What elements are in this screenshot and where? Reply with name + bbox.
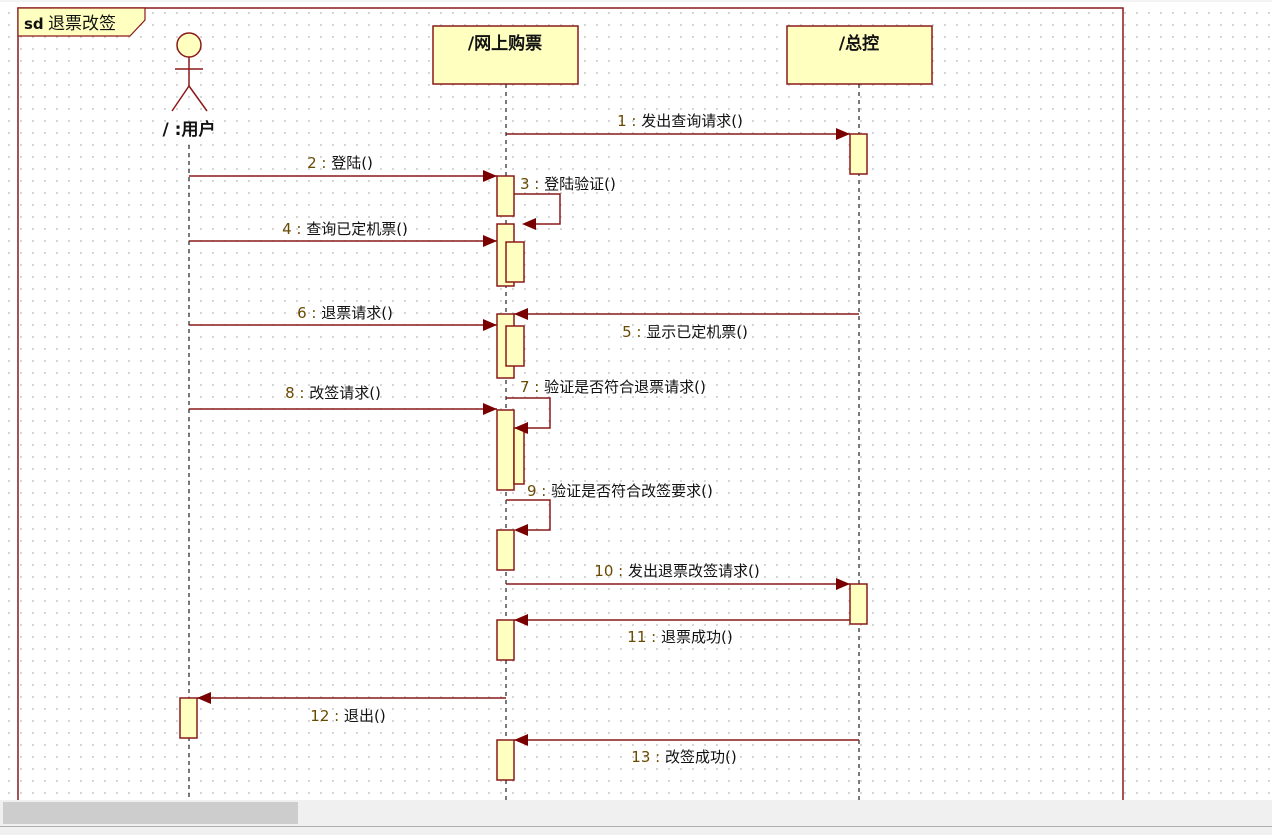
- message-text: 验证是否符合改签要求(): [551, 482, 713, 500]
- message-label: 13 : 改签成功(): [631, 748, 736, 766]
- message-text: 发出查询请求(): [641, 112, 743, 130]
- activation-bar: [496, 739, 515, 781]
- message-10[interactable]: 10 : 发出退票改签请求(): [506, 562, 850, 590]
- message-seq: 11 :: [627, 628, 661, 646]
- activation-bar: [849, 133, 868, 175]
- message-13[interactable]: 13 : 改签成功(): [514, 734, 859, 766]
- message-label: 11 : 退票成功(): [627, 628, 732, 646]
- message-label: 4 : 查询已定机票(): [282, 220, 408, 238]
- message-seq: 2 :: [307, 154, 331, 172]
- actor-label: / :用户: [163, 119, 216, 140]
- message-label: 3 : 登陆验证(): [520, 175, 616, 193]
- activation-bar: [849, 583, 868, 625]
- message-5[interactable]: 5 : 显示已定机票(): [514, 308, 859, 341]
- arrow-head-icon: [514, 734, 528, 746]
- scrollbar-thumb[interactable]: [3, 802, 298, 824]
- message-text: 退票请求(): [321, 304, 393, 322]
- frame-keyword: sd: [24, 15, 44, 33]
- frame-tab: [17, 7, 146, 37]
- top-border: [0, 0, 1272, 2]
- message-label: 6 : 退票请求(): [297, 304, 393, 322]
- activation-bar: [496, 529, 515, 571]
- message-seq: 4 :: [282, 220, 306, 238]
- message-label: 9 : 验证是否符合改签要求(): [527, 482, 713, 500]
- message-seq: 12 :: [310, 707, 344, 725]
- message-label: 12 : 退出(): [310, 707, 385, 725]
- message-text: 发出退票改签请求(): [628, 562, 760, 580]
- frame-border: [17, 7, 1124, 800]
- message-label: 10 : 发出退票改签请求(): [594, 562, 759, 580]
- activation-bar: [179, 697, 198, 739]
- message-2[interactable]: 2 : 登陆(): [189, 154, 497, 182]
- message-label: 8 : 改签请求(): [285, 384, 381, 402]
- message-9[interactable]: 9 : 验证是否符合改签要求(): [506, 482, 713, 536]
- activation-bar: [505, 325, 525, 367]
- message-seq: 8 :: [285, 384, 309, 402]
- arrow-head-icon: [483, 403, 497, 415]
- arrow-head-icon: [483, 235, 497, 247]
- self-message-line: [514, 193, 561, 225]
- arrow-head-icon: [514, 614, 528, 626]
- self-message-line: [506, 499, 551, 531]
- lifeline-label-ctrl: /总控: [839, 33, 879, 54]
- message-seq: 5 :: [622, 323, 646, 341]
- message-label: 2 : 登陆(): [307, 154, 373, 172]
- activation-bar: [505, 241, 525, 283]
- message-text: 显示已定机票(): [646, 323, 748, 341]
- arrow-head-icon: [522, 218, 536, 230]
- message-seq: 6 :: [297, 304, 321, 322]
- lifeline-header-ctrl[interactable]: /总控: [786, 25, 933, 85]
- arrow-head-icon: [514, 308, 528, 320]
- message-label: 7 : 验证是否符合退票请求(): [520, 378, 706, 396]
- arrow-head-icon: [514, 524, 528, 536]
- arrow-head-icon: [483, 319, 497, 331]
- sequence-diagram: sd 退票改签 / :用户 /网上购票 /总控 1 : 发出查询请求() 2 : …: [17, 7, 1124, 800]
- message-seq: 10 :: [594, 562, 628, 580]
- self-message-line: [506, 397, 551, 429]
- message-text: 登陆(): [331, 154, 373, 172]
- message-seq: 3 :: [520, 175, 544, 193]
- message-text: 改签请求(): [309, 384, 381, 402]
- message-text: 退出(): [344, 707, 386, 725]
- arrow-head-icon: [836, 578, 850, 590]
- message-seq: 1 :: [617, 112, 641, 130]
- message-7[interactable]: 7 : 验证是否符合退票请求(): [506, 378, 706, 434]
- message-text: 登陆验证(): [544, 175, 616, 193]
- message-text: 验证是否符合退票请求(): [544, 378, 706, 396]
- activation-bar: [496, 619, 515, 661]
- activation-bar: [496, 409, 515, 491]
- message-3[interactable]: 3 : 登陆验证(): [514, 175, 616, 230]
- message-text: 改签成功(): [665, 748, 737, 766]
- message-seq: 7 :: [520, 378, 544, 396]
- lifeline-header-web[interactable]: /网上购票: [432, 25, 579, 85]
- arrow-head-icon: [483, 170, 497, 182]
- lifeline-label-web: /网上购票: [468, 33, 542, 54]
- message-8[interactable]: 8 : 改签请求(): [189, 384, 497, 415]
- message-seq: 9 :: [527, 482, 551, 500]
- message-1[interactable]: 1 : 发出查询请求(): [506, 112, 850, 140]
- arrow-head-icon: [836, 128, 850, 140]
- message-label: 1 : 发出查询请求(): [617, 112, 743, 130]
- message-6[interactable]: 6 : 退票请求(): [189, 304, 497, 331]
- activation-bar: [496, 175, 515, 217]
- message-text: 退票成功(): [661, 628, 733, 646]
- actor-head-icon: [176, 32, 202, 58]
- arrow-head-icon: [197, 692, 211, 704]
- status-strip: [0, 826, 1272, 835]
- message-4[interactable]: 4 : 查询已定机票(): [189, 220, 497, 247]
- message-11[interactable]: 11 : 退票成功(): [514, 614, 850, 646]
- horizontal-scrollbar[interactable]: [0, 800, 1272, 826]
- actor-user[interactable]: / :用户: [163, 32, 216, 140]
- message-label: 5 : 显示已定机票(): [622, 323, 748, 341]
- message-text: 查询已定机票(): [306, 220, 408, 238]
- message-seq: 13 :: [631, 748, 665, 766]
- arrow-head-icon: [514, 422, 528, 434]
- message-12[interactable]: 12 : 退出(): [197, 692, 506, 725]
- frame-title: 退票改签: [48, 14, 116, 34]
- activation-bar: [513, 427, 525, 485]
